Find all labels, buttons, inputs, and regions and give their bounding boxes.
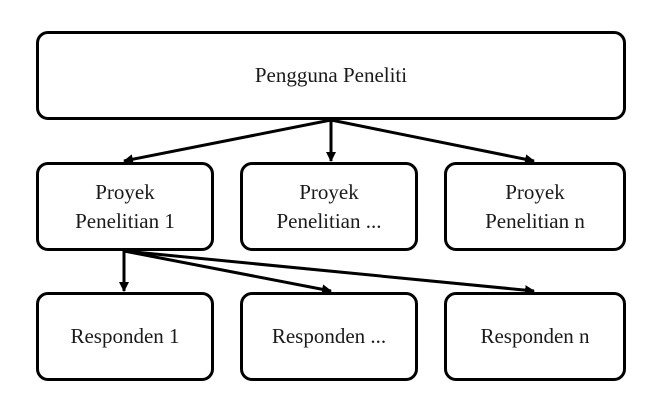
node-proyek-penelitian-etc: Proyek Penelitian ...: [240, 162, 418, 251]
node-label-line2: Penelitian ...: [276, 208, 382, 233]
edge-root-to-proyek-1: [123, 118, 332, 165]
node-pengguna-peneliti: Pengguna Peneliti: [36, 31, 626, 120]
node-responden-etc: Responden ...: [240, 292, 418, 381]
node-label: Responden n: [480, 324, 590, 348]
node-responden-1: Responden 1: [36, 292, 214, 381]
node-label-line1: Proyek: [505, 179, 565, 204]
node-label-line1: Proyek: [299, 179, 359, 204]
edge-proyek-1-to-responden-etc: [123, 249, 332, 295]
edge-root-to-proyek-n: [330, 118, 535, 165]
node-proyek-penelitian-1: Proyek Penelitian 1: [36, 162, 214, 251]
node-label-line2: Penelitian 1: [75, 208, 175, 233]
node-label: Responden ...: [271, 324, 387, 348]
node-responden-n: Responden n: [444, 292, 626, 381]
node-proyek-penelitian-n: Proyek Penelitian n: [444, 162, 626, 251]
node-label-line1: Proyek: [95, 179, 155, 204]
node-label: Responden 1: [70, 324, 180, 348]
node-label: Pengguna Peneliti: [254, 63, 408, 87]
edge-proyek-1-to-responden-n: [123, 249, 535, 296]
node-label-line2: Penelitian n: [485, 208, 585, 233]
